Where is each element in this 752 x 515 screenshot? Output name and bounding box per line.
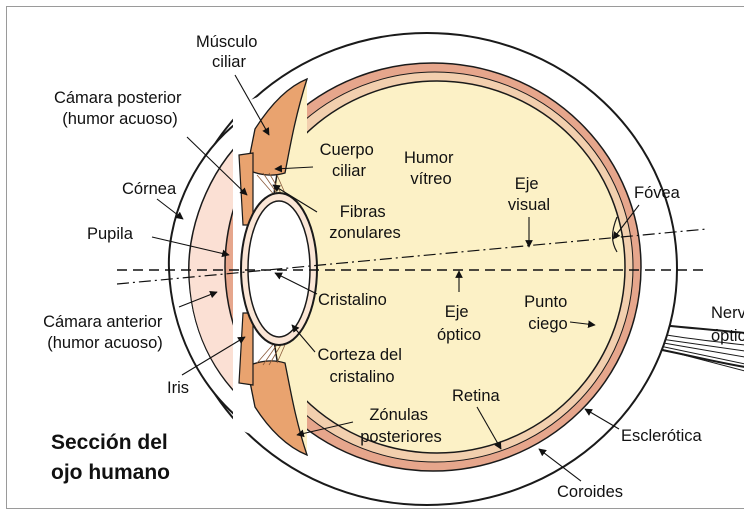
label-esclerotica: Esclerótica — [621, 427, 703, 445]
label-camara-posterior: Cámara posterior (humor acuoso) — [54, 89, 186, 128]
diagram-title: Sección del ojo humano — [51, 431, 174, 484]
label-coroides: Coroides — [557, 483, 623, 501]
label-fovea: Fóvea — [634, 184, 681, 202]
eye-diagram: Músculo ciliar Cámara posterior (humor a… — [7, 7, 744, 509]
label-cristalino: Cristalino — [318, 291, 387, 309]
label-iris: Iris — [167, 379, 189, 397]
label-retina: Retina — [452, 387, 501, 405]
label-musculo-ciliar: Músculo ciliar — [196, 33, 262, 71]
label-pupila: Pupila — [87, 225, 134, 243]
label-cornea: Córnea — [122, 180, 177, 198]
label-nervio-optico: Nervio óptico — [711, 304, 744, 345]
diagram-frame: Músculo ciliar Cámara posterior (humor a… — [6, 6, 744, 509]
label-camara-anterior: Cámara anterior (humor acuoso) — [43, 313, 167, 352]
